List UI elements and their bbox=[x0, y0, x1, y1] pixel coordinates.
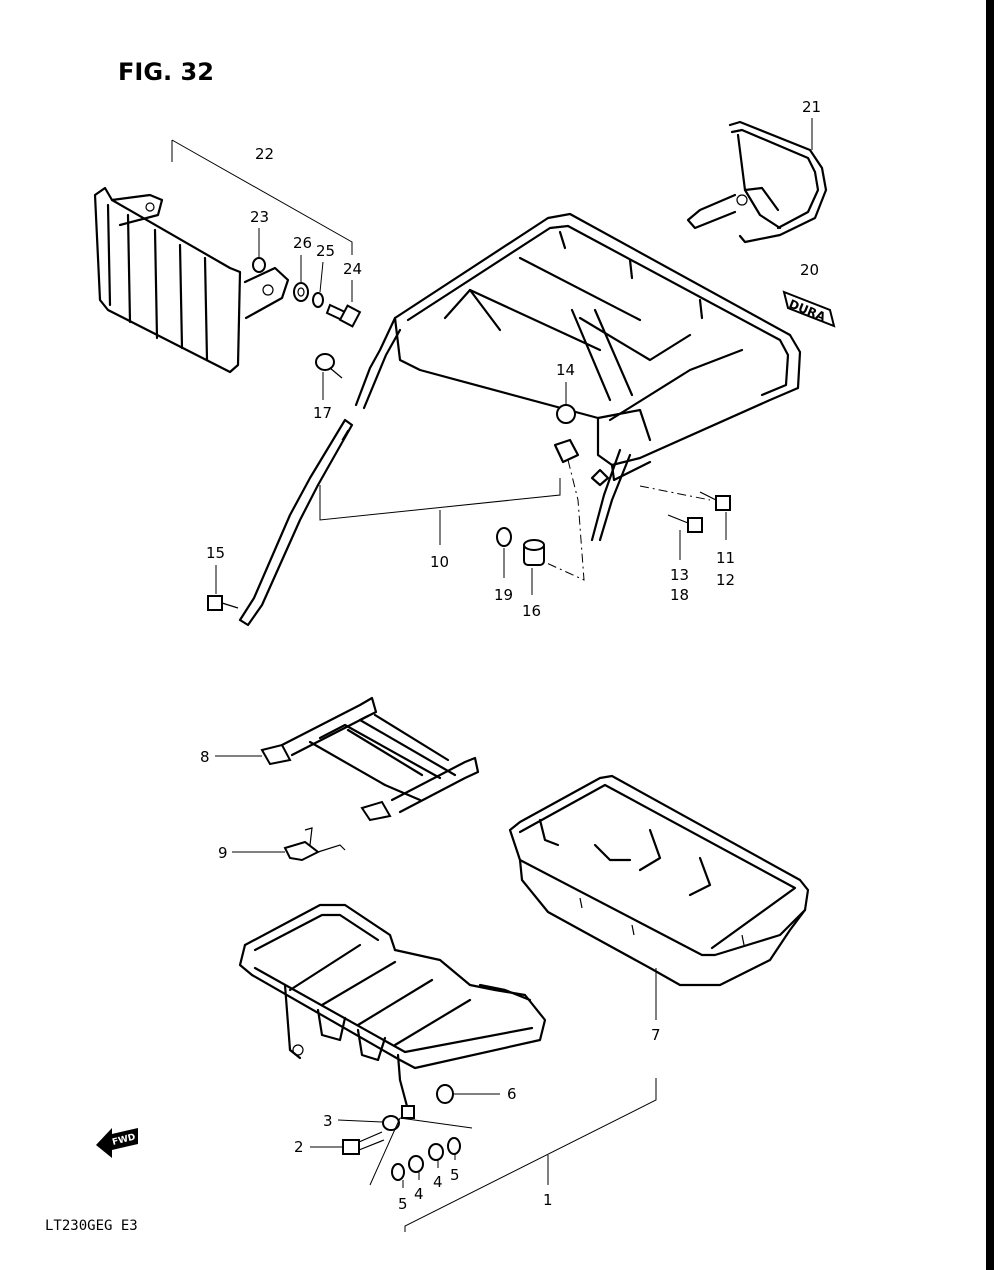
label-6: 6 bbox=[507, 1085, 517, 1103]
bracket-10 bbox=[319, 478, 561, 521]
mount-line-11 bbox=[639, 485, 711, 501]
label-26: 26 bbox=[293, 234, 312, 252]
nut-23 bbox=[252, 257, 266, 273]
cushion-16 bbox=[523, 539, 545, 566]
label-16: 16 bbox=[522, 602, 541, 620]
lower-rack-1 bbox=[238, 903, 547, 1119]
nut-4a bbox=[408, 1155, 424, 1173]
bolt-2 bbox=[342, 1131, 385, 1155]
model-code: LT230GEG E3 bbox=[45, 1218, 138, 1234]
label-10: 10 bbox=[430, 553, 449, 571]
label-9: 9 bbox=[218, 844, 228, 862]
rear-carrier bbox=[354, 212, 802, 542]
label-12: 12 bbox=[716, 571, 735, 589]
carrier-frame-bracket-8 bbox=[260, 696, 480, 822]
washer-5a bbox=[391, 1163, 405, 1181]
rear-guard bbox=[686, 120, 828, 244]
label-24: 24 bbox=[343, 260, 362, 278]
bracket-22 bbox=[171, 139, 353, 255]
figure-title: FIG. 32 bbox=[118, 58, 214, 86]
label-20: 20 bbox=[800, 261, 819, 279]
lock-washer-25 bbox=[312, 292, 324, 308]
label-5a: 5 bbox=[398, 1195, 408, 1213]
front-guard-grille bbox=[93, 186, 290, 374]
label-4a: 4 bbox=[414, 1185, 424, 1203]
label-19: 19 bbox=[494, 586, 513, 604]
label-4b: 4 bbox=[433, 1173, 443, 1191]
label-22: 22 bbox=[255, 145, 274, 163]
label-21: 21 bbox=[802, 98, 821, 116]
label-11: 11 bbox=[716, 549, 735, 567]
bolt-17 bbox=[315, 353, 343, 379]
bolt-24 bbox=[325, 303, 362, 328]
nut-4b bbox=[428, 1143, 444, 1161]
label-18: 18 bbox=[670, 586, 689, 604]
bracket-1 bbox=[404, 1078, 657, 1232]
label-7: 7 bbox=[651, 1026, 661, 1044]
mount-line-16 bbox=[539, 459, 585, 581]
nut-14 bbox=[556, 404, 576, 424]
label-17: 17 bbox=[313, 404, 332, 422]
fwd-arrow-icon: FWD bbox=[96, 1128, 138, 1158]
label-23: 23 bbox=[250, 208, 269, 226]
label-2: 2 bbox=[294, 1138, 304, 1156]
support-rod-15 bbox=[238, 418, 354, 627]
basket-tray-7 bbox=[508, 774, 810, 987]
clip-9 bbox=[283, 827, 346, 862]
bolt-13-18 bbox=[667, 514, 703, 533]
nut-19 bbox=[496, 527, 512, 547]
label-14: 14 bbox=[556, 361, 575, 379]
bolt-11-12 bbox=[699, 491, 731, 511]
hardware-guide bbox=[369, 1117, 473, 1186]
decal-20: DURA bbox=[782, 290, 836, 328]
label-5b: 5 bbox=[450, 1166, 460, 1184]
label-8: 8 bbox=[200, 748, 210, 766]
label-3: 3 bbox=[323, 1112, 333, 1130]
label-1: 1 bbox=[543, 1191, 553, 1209]
washer-26 bbox=[293, 282, 309, 302]
washer-5b bbox=[447, 1137, 461, 1155]
bolt-15 bbox=[207, 595, 239, 611]
label-25: 25 bbox=[316, 242, 335, 260]
label-13: 13 bbox=[670, 566, 689, 584]
washer-3 bbox=[382, 1115, 400, 1131]
nut-6 bbox=[436, 1084, 454, 1104]
label-15: 15 bbox=[206, 544, 225, 562]
